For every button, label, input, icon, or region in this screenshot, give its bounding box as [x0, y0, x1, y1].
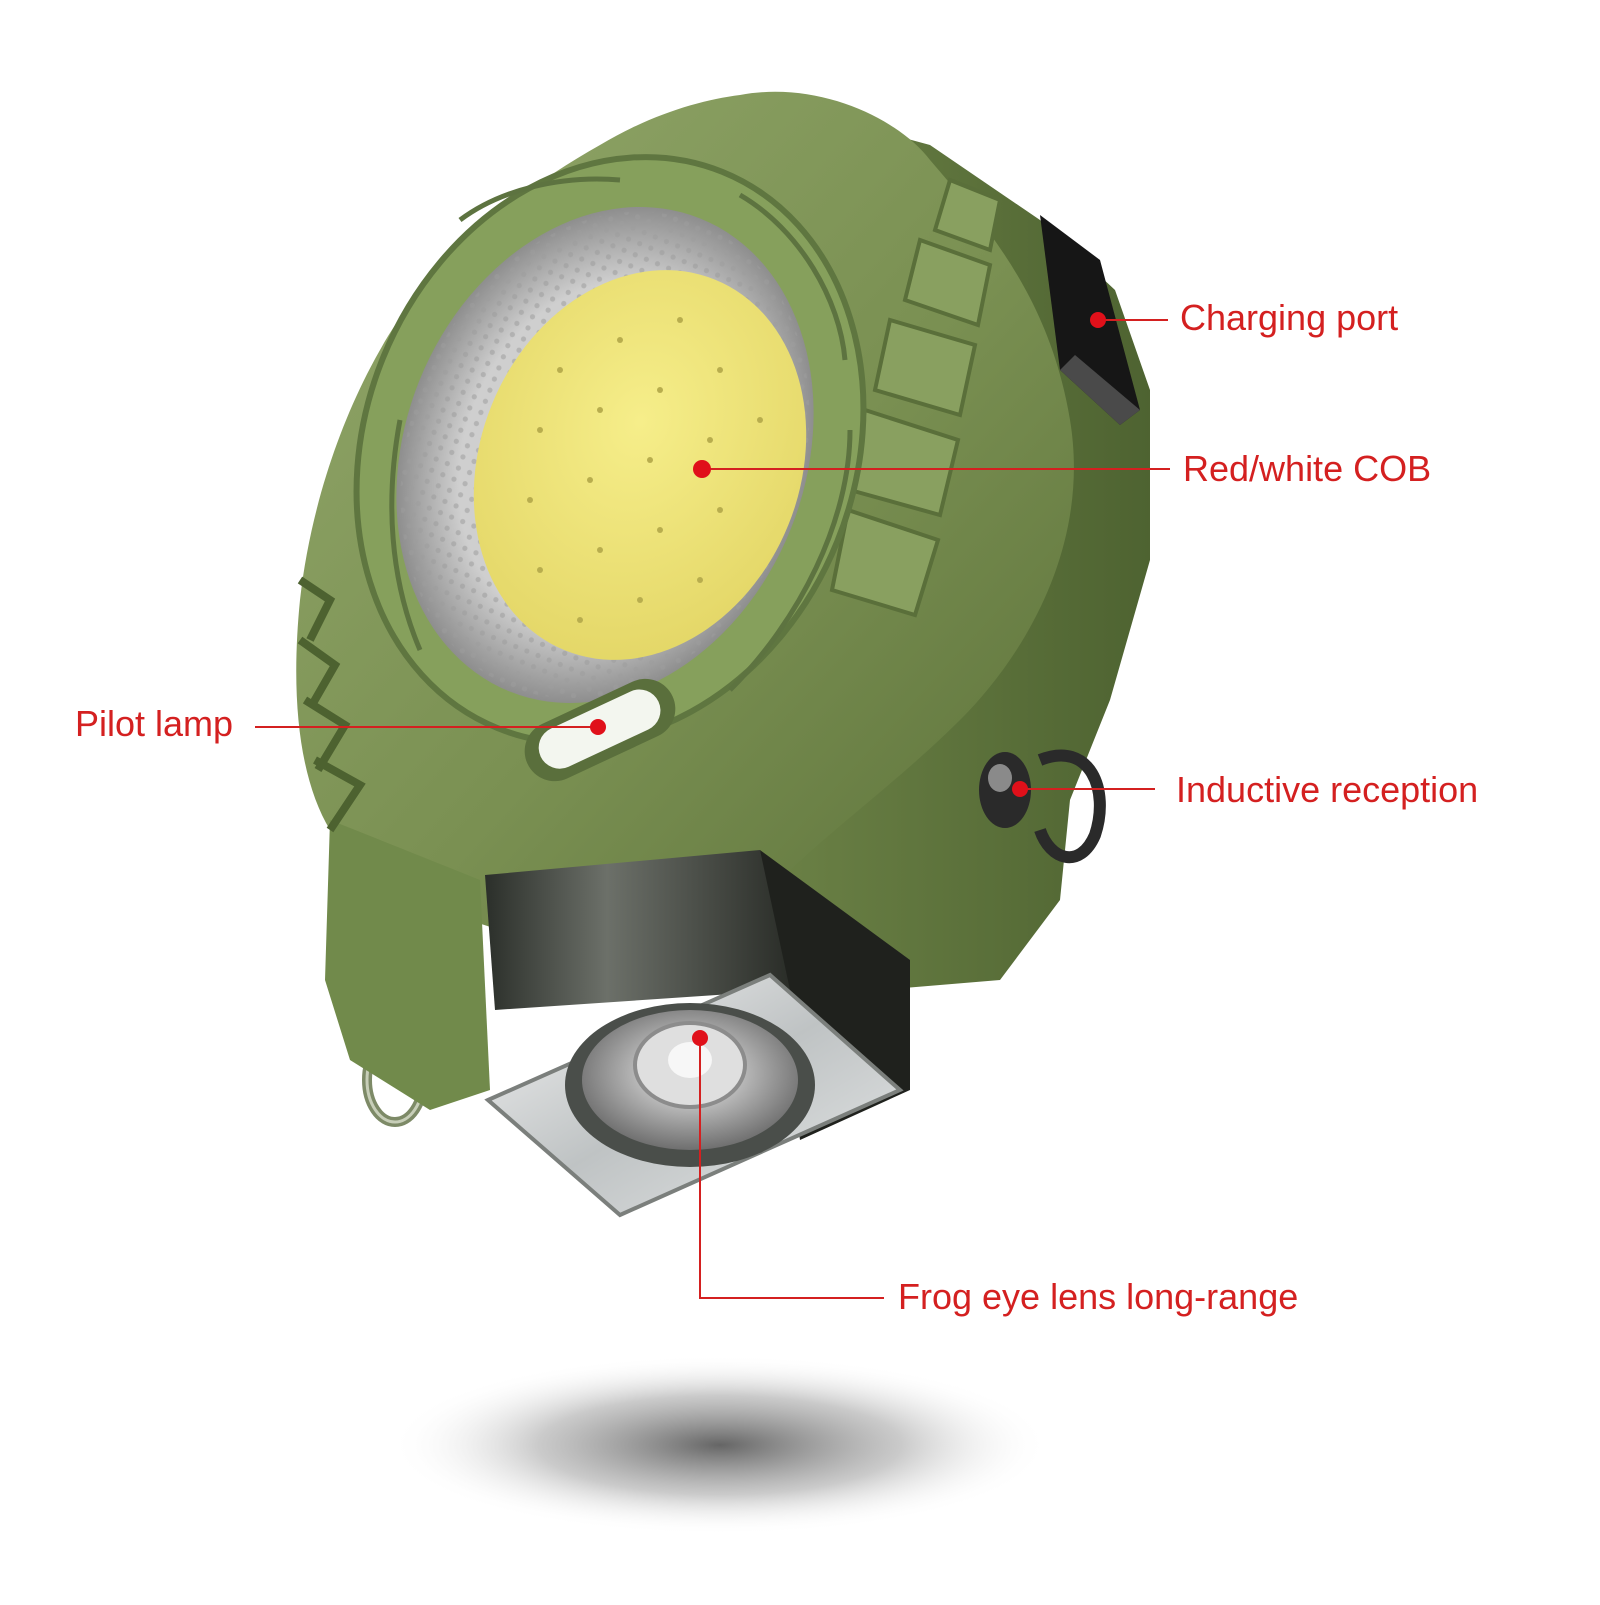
- floor-shadow: [390, 1355, 1050, 1535]
- label-frog-eye: Frog eye lens long-range: [898, 1276, 1299, 1317]
- leader-frog-eye: [699, 1038, 884, 1299]
- callout-dots: [590, 312, 1106, 1046]
- side-ridges: [829, 177, 1003, 618]
- inductive-receiver: [979, 749, 1106, 864]
- dot-inductive: [1012, 781, 1028, 797]
- label-pilot-lamp: Pilot lamp: [75, 703, 234, 744]
- dot-frog-eye: [692, 1030, 708, 1046]
- label-cob: Red/white COB: [1183, 448, 1432, 489]
- rim-grooves: [389, 176, 853, 692]
- grip-ridges: [297, 576, 366, 833]
- cob-panel-dots: [527, 317, 763, 623]
- dot-charging-port: [1090, 312, 1106, 328]
- dot-pilot-lamp: [590, 719, 606, 735]
- label-charging-port: Charging port: [1180, 297, 1399, 338]
- leader-lines: [255, 319, 1170, 1299]
- label-inductive: Inductive reception: [1176, 769, 1479, 810]
- spot-housing-top: [485, 850, 790, 1010]
- frog-eye-lens: [565, 1003, 815, 1167]
- housing-lower-left: [325, 820, 490, 1110]
- dot-cob: [693, 460, 711, 478]
- cob-panel: [473, 270, 807, 660]
